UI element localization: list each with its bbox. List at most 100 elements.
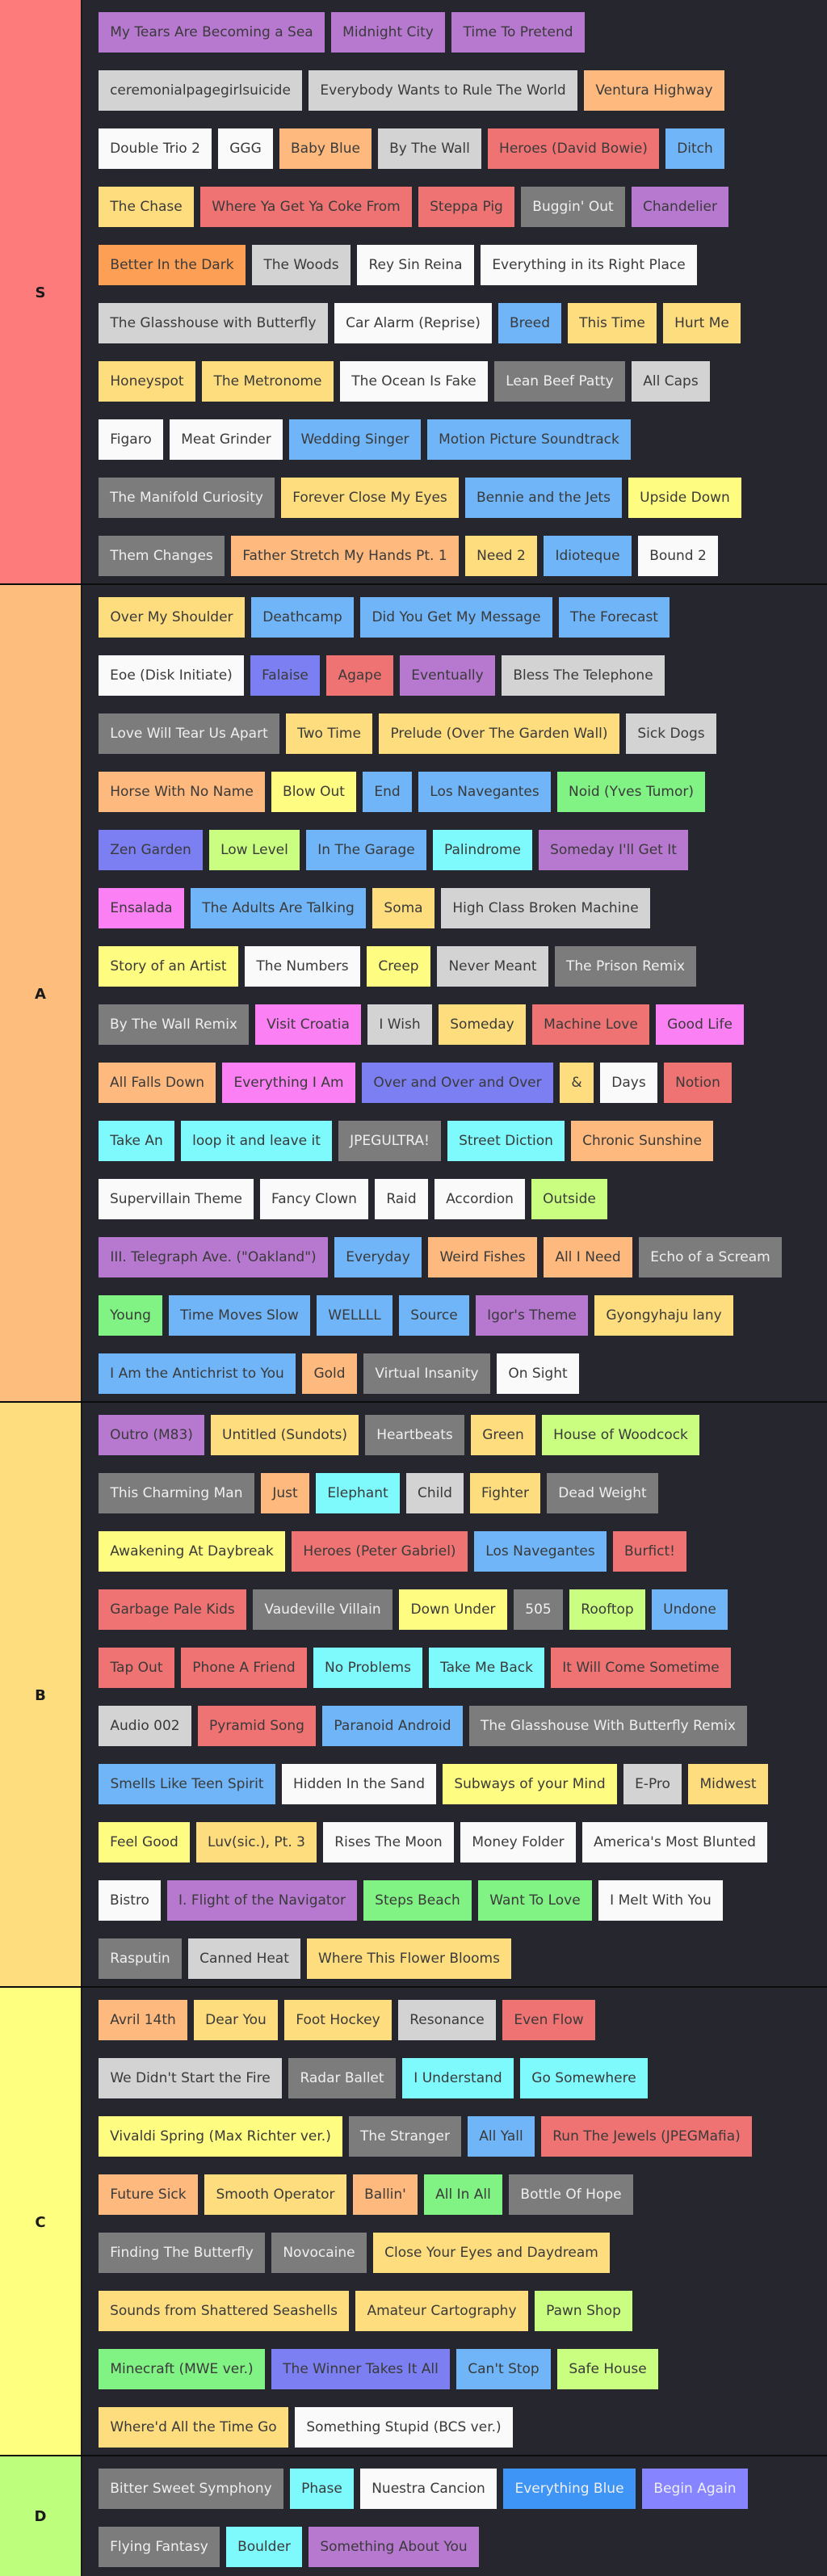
tier-item[interactable]: Ensalada (99, 888, 184, 928)
tier-item[interactable]: The Manifold Curiosity (99, 478, 275, 518)
tier-item[interactable]: Gyongyhaju lany (594, 1295, 733, 1336)
tier-item[interactable]: Good Life (656, 1004, 744, 1045)
tier-item[interactable]: Begin Again (642, 2469, 748, 2509)
tier-item[interactable]: Time To Pretend (451, 12, 585, 53)
tier-item[interactable]: Hidden In the Sand (282, 1764, 436, 1804)
tier-item[interactable]: Go Somewhere (520, 2058, 648, 2098)
tier-item[interactable]: Bennie and the Jets (465, 478, 622, 518)
tier-item[interactable]: Flying Fantasy (99, 2527, 220, 2567)
tier-item[interactable]: Someday (439, 1004, 526, 1045)
tier-item[interactable]: Someday I'll Get It (539, 830, 688, 870)
tier-item[interactable]: Paranoid Android (322, 1706, 463, 1746)
tier-item[interactable]: Vivaldi Spring (Max Richter ver.) (99, 2116, 342, 2157)
tier-item[interactable]: Baby Blue (279, 128, 372, 169)
tier-item[interactable]: Canned Heat (188, 1938, 300, 1979)
tier-item[interactable]: Novocaine (271, 2233, 367, 2273)
tier-item[interactable]: Everyday (334, 1237, 422, 1277)
tier-item[interactable]: Want To Love (478, 1880, 592, 1921)
tier-item[interactable]: Boulder (226, 2527, 302, 2567)
tier-item[interactable]: Subways of your Mind (443, 1764, 617, 1804)
tier-item[interactable]: No Problems (313, 1648, 422, 1688)
tier-item[interactable]: Over My Shoulder (99, 597, 245, 638)
tier-item[interactable]: Visit Croatia (255, 1004, 361, 1045)
tier-item[interactable]: Igor's Theme (476, 1295, 588, 1336)
tier-item[interactable]: The Glasshouse With Butterfly Remix (469, 1706, 747, 1746)
tier-item[interactable]: Audio 002 (99, 1706, 191, 1746)
tier-item[interactable]: Low Level (209, 830, 300, 870)
tier-item[interactable]: The Glasshouse with Butterfly (99, 303, 328, 343)
tier-item[interactable]: Phase (290, 2469, 354, 2509)
tier-item[interactable]: Noid (Yves Tumor) (557, 772, 705, 812)
tier-item[interactable]: Eventually (400, 655, 495, 696)
tier-item[interactable]: Nuestra Cancion (360, 2469, 497, 2509)
tier-item[interactable]: The Numbers (245, 946, 360, 987)
tier-item[interactable]: WELLLL (317, 1295, 393, 1336)
tier-item[interactable]: The Stranger (349, 2116, 461, 2157)
tier-item[interactable]: House of Woodcock (542, 1415, 699, 1455)
tier-item[interactable]: I Am the Antichrist to You (99, 1353, 296, 1394)
tier-item[interactable]: Lean Beef Patty (494, 361, 625, 402)
tier-item[interactable]: Can't Stop (456, 2349, 551, 2389)
tier-item[interactable]: Bistro (99, 1880, 161, 1921)
tier-item[interactable]: Echo of a Scream (639, 1237, 782, 1277)
tier-item[interactable]: All Falls Down (99, 1063, 216, 1103)
tier-item[interactable]: Green (471, 1415, 535, 1455)
tier-item[interactable]: The Ocean Is Fake (340, 361, 488, 402)
tier-item[interactable]: Heroes (David Bowie) (488, 128, 659, 169)
tier-item[interactable]: Dear You (194, 2000, 278, 2040)
tier-item[interactable]: & (560, 1063, 594, 1103)
tier-item[interactable]: Creep (367, 946, 430, 987)
tier-item[interactable]: Days (600, 1063, 657, 1103)
tier-item[interactable]: The Adults Are Talking (191, 888, 366, 928)
tier-item[interactable]: Even Flow (502, 2000, 595, 2040)
tier-item[interactable]: Money Folder (460, 1822, 576, 1863)
tier-item[interactable]: All In All (424, 2174, 502, 2215)
tier-item[interactable]: Palindrome (433, 830, 532, 870)
tier-item[interactable]: Bless The Telephone (502, 655, 665, 696)
tier-item[interactable]: Feel Good (99, 1822, 190, 1863)
tier-item[interactable]: Undone (652, 1589, 728, 1630)
tier-item[interactable]: Ditch (665, 128, 724, 169)
tier-item[interactable]: Luv(sic.), Pt. 3 (196, 1822, 317, 1863)
tier-item[interactable]: By The Wall Remix (99, 1004, 249, 1045)
tier-item[interactable]: Everything Blue (503, 2469, 636, 2509)
tier-item[interactable]: By The Wall (378, 128, 481, 169)
tier-item[interactable]: Source (399, 1295, 469, 1336)
tier-item[interactable]: Street Diction (447, 1121, 565, 1161)
tier-item[interactable]: Something About You (309, 2527, 479, 2567)
tier-item[interactable]: Child (406, 1473, 464, 1513)
tier-item[interactable]: 505 (514, 1589, 563, 1630)
tier-item[interactable]: Where Ya Get Ya Coke From (200, 187, 412, 227)
tier-item[interactable]: Love Will Tear Us Apart (99, 713, 279, 754)
tier-item[interactable]: GGG (218, 128, 273, 169)
tier-label-c[interactable]: C (0, 1988, 81, 2456)
tier-item[interactable]: High Class Broken Machine (441, 888, 650, 928)
tier-item[interactable]: Zen Garden (99, 830, 203, 870)
tier-item[interactable]: Phone A Friend (181, 1648, 307, 1688)
tier-label-s[interactable]: S (0, 0, 81, 585)
tier-item[interactable]: The Woods (252, 245, 351, 285)
tier-item[interactable]: Accordion (434, 1179, 525, 1219)
tier-item[interactable]: Idioteque (544, 536, 632, 576)
tier-item[interactable]: Blow Out (271, 772, 356, 812)
tier-item[interactable]: Tap Out (99, 1648, 174, 1688)
tier-item[interactable]: Chandelier (632, 187, 728, 227)
tier-item[interactable]: All Caps (632, 361, 710, 402)
tier-item[interactable]: Bound 2 (638, 536, 718, 576)
tier-item[interactable]: Minecraft (MWE ver.) (99, 2349, 265, 2389)
tier-item[interactable]: Bottle Of Hope (509, 2174, 633, 2215)
tier-item[interactable]: Steps Beach (363, 1880, 472, 1921)
tier-item[interactable]: Motion Picture Soundtrack (427, 419, 631, 460)
tier-label-a[interactable]: A (0, 585, 81, 1403)
tier-item[interactable]: End (363, 772, 412, 812)
tier-item[interactable]: Everything I Am (222, 1063, 355, 1103)
tier-item[interactable]: Over and Over and Over (362, 1063, 553, 1103)
tier-item[interactable]: Gold (302, 1353, 357, 1394)
tier-item[interactable]: JPEGULTRA! (338, 1121, 441, 1161)
tier-item[interactable]: Untitled (Sundots) (211, 1415, 359, 1455)
tier-item[interactable]: Upside Down (628, 478, 741, 518)
tier-item[interactable]: Bitter Sweet Symphony (99, 2469, 283, 2509)
tier-item[interactable]: Close Your Eyes and Daydream (373, 2233, 610, 2273)
tier-item[interactable]: Deathcamp (251, 597, 354, 638)
tier-item[interactable]: This Time (568, 303, 657, 343)
